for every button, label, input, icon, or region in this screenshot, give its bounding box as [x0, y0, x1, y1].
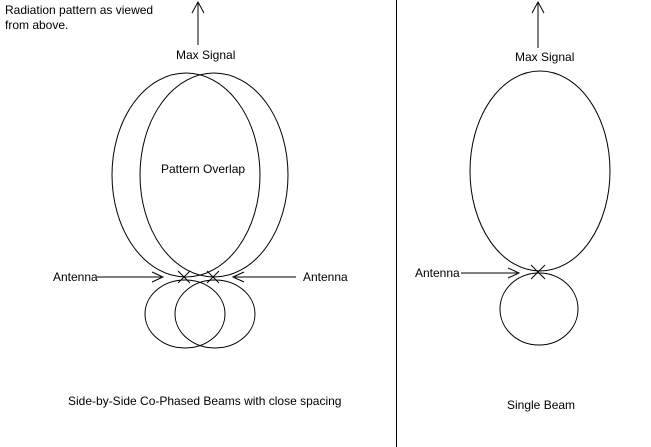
figure-note: Radiation pattern as viewed from above. — [5, 3, 154, 32]
left-antenna-left-label: Antenna — [53, 270, 98, 284]
left-minor-lobe-circle-b — [174, 279, 256, 349]
left-antenna-right-arrowhead-icon — [231, 271, 245, 283]
left-antenna-left-arrowhead-icon — [151, 271, 165, 283]
left-max-signal-label: Max Signal — [176, 48, 236, 62]
right-antenna-arrowhead-icon — [507, 267, 521, 279]
right-max-signal-arrowhead-icon — [531, 0, 545, 14]
left-main-lobe-ellipse-b — [139, 72, 289, 278]
right-max-signal-label: Max Signal — [515, 50, 575, 64]
pattern-overlap-label: Pattern Overlap — [161, 162, 246, 176]
right-main-lobe-ellipse — [469, 70, 611, 272]
right-antenna-x-mark-icon — [530, 264, 546, 280]
left-panel-caption: Side-by-Side Co-Phased Beams with close … — [68, 394, 342, 408]
right-panel-caption: Single Beam — [507, 398, 576, 412]
right-antenna-label: Antenna — [415, 266, 460, 280]
left-minor-lobe-circle-a — [144, 279, 226, 349]
left-antenna-right-label: Antenna — [303, 270, 348, 284]
left-main-lobe-ellipse-a — [111, 72, 261, 278]
right-minor-lobe-circle — [499, 272, 579, 346]
left-antenna-a-x-mark-icon — [177, 270, 191, 284]
left-antenna-b-x-mark-icon — [206, 270, 220, 284]
left-max-signal-arrowhead-icon — [191, 0, 205, 14]
